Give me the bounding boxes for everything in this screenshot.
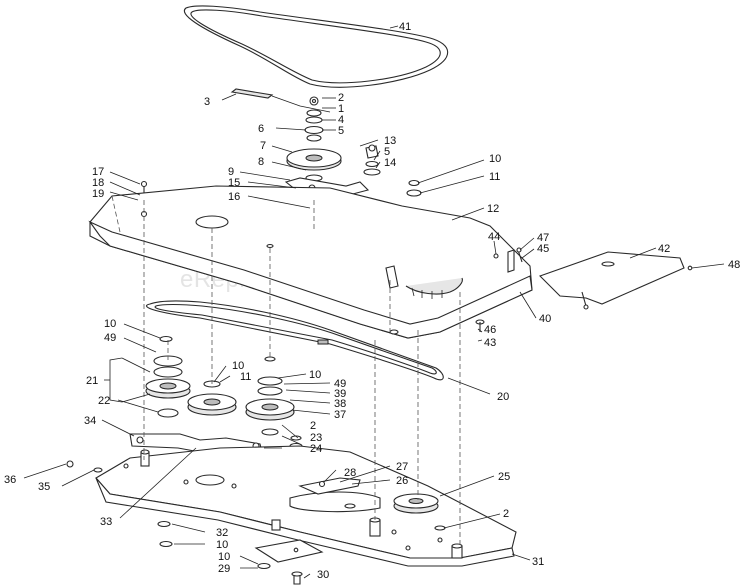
upper-drive-belt: [183, 5, 449, 88]
callout-27: 27: [396, 461, 408, 473]
lower-drive-belt: [145, 300, 444, 381]
callout-46: 46: [484, 324, 496, 336]
callout-39: 39: [334, 388, 346, 400]
callout-4: 4: [338, 114, 344, 126]
base-standoffs: [140, 449, 463, 559]
side-shield: [538, 251, 685, 310]
callout-7: 7: [260, 140, 266, 152]
callout-10-base: 10: [218, 551, 230, 563]
callout-32: 32: [216, 527, 228, 539]
callout-19: 19: [92, 188, 104, 200]
callout-10-right: 10: [309, 369, 321, 381]
callout-12: 12: [487, 203, 499, 215]
upper-housing-cover: [88, 185, 533, 339]
callout-13: 13: [384, 135, 396, 147]
callout-36: 36: [4, 474, 16, 486]
callout-10-upper: 10: [489, 153, 501, 165]
callout-1: 1: [338, 103, 344, 115]
callout-11-upper: 11: [489, 171, 500, 183]
callout-10-bottom: 10: [216, 539, 228, 551]
callout-43: 43: [484, 337, 496, 349]
callout-2-arm: 2: [310, 420, 316, 432]
callout-33: 33: [100, 516, 112, 528]
callout-11-center: 11: [240, 371, 251, 383]
callout-14: 14: [384, 157, 396, 169]
callout-5-right: 5: [384, 146, 390, 158]
callout-16: 16: [228, 191, 240, 203]
alignment-lines: [143, 200, 461, 548]
callout-28: 28: [344, 467, 356, 479]
callout-10-left: 10: [104, 318, 116, 330]
right-idler-stack: [363, 144, 422, 197]
callout-24: 24: [310, 443, 322, 455]
callout-10-center: 10: [232, 360, 244, 372]
callout-41: 41: [399, 21, 411, 33]
callout-3: 3: [204, 96, 210, 108]
callout-20: 20: [497, 391, 509, 403]
center-pulley-stack: [187, 380, 237, 416]
callout-26: 26: [396, 475, 408, 487]
callout-23: 23: [310, 432, 322, 444]
belt-guide-spring: [230, 88, 331, 113]
callout-21: 21: [86, 375, 98, 387]
callout-25: 25: [498, 471, 510, 483]
callout-18: 18: [92, 177, 104, 189]
callout-2-lower: 2: [503, 508, 509, 520]
bottom-washers: [157, 520, 303, 585]
callout-49-left: 49: [104, 332, 116, 344]
callout-22: 22: [98, 395, 110, 407]
upper-idler-pulley: [286, 148, 342, 182]
callout-6: 6: [258, 123, 264, 135]
callout-34: 34: [84, 415, 96, 427]
callout-48: 48: [728, 259, 740, 271]
callout-37: 37: [334, 409, 346, 421]
callout-29: 29: [218, 563, 230, 575]
callout-31: 31: [532, 556, 544, 568]
side-fasteners: [66, 460, 103, 473]
callout-45: 45: [537, 243, 549, 255]
callout-44: 44: [488, 231, 500, 243]
left-pulley-stack: [145, 335, 191, 418]
callout-47: 47: [537, 232, 549, 244]
callout-5: 5: [338, 125, 344, 137]
callout-2: 2: [338, 92, 344, 104]
callout-40: 40: [539, 313, 551, 325]
leader-lines: [23, 25, 725, 579]
callout-42: 42: [658, 243, 670, 255]
shield-bracket-hardware: [493, 247, 693, 273]
callout-49-right: 49: [334, 378, 346, 390]
lower-drive-pulley: [393, 493, 439, 514]
cover-mount-screws: [389, 319, 485, 335]
right-pulley-stack: [245, 356, 295, 436]
callout-38: 38: [334, 398, 346, 410]
upper-idler-stack: [304, 96, 324, 142]
lower-base-plate: [95, 445, 517, 567]
bottom-mount-plate: [254, 539, 324, 563]
callout-labels: 41 3 2 1 4 5 6 7 8 13 5 14 10 11 17 18 1…: [4, 21, 740, 581]
callout-9: 9: [228, 166, 234, 178]
callout-15: 15: [228, 177, 240, 189]
callout-30: 30: [317, 569, 329, 581]
callout-8: 8: [258, 156, 264, 168]
callout-17: 17: [92, 166, 104, 178]
callout-35: 35: [38, 481, 50, 493]
